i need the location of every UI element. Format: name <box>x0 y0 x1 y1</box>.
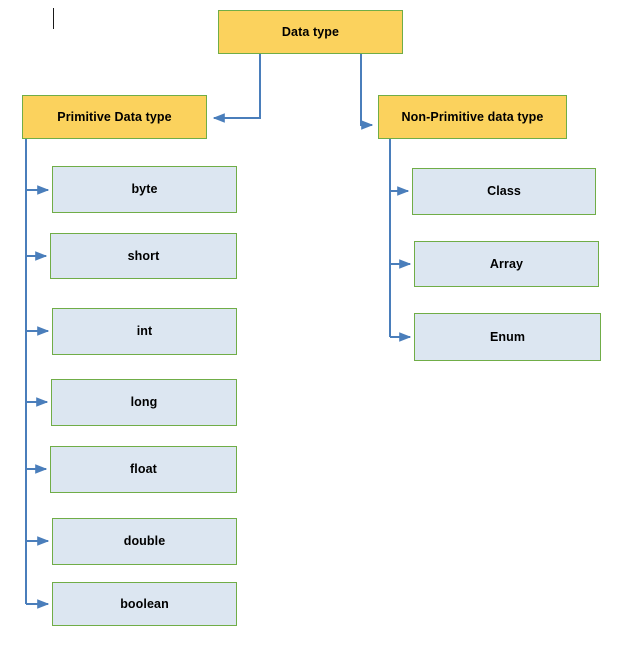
node-double[interactable]: double <box>52 518 237 565</box>
node-float[interactable]: float <box>50 446 237 493</box>
node-label: short <box>127 248 160 263</box>
text-cursor-marker <box>53 8 54 29</box>
node-primitive-data-type[interactable]: Primitive Data type <box>22 95 207 139</box>
node-label: Class <box>487 184 521 199</box>
node-label: Non-Primitive data type <box>401 109 544 124</box>
node-boolean[interactable]: boolean <box>52 582 237 626</box>
node-label: long <box>130 395 158 410</box>
node-short[interactable]: short <box>50 233 237 279</box>
node-label: Enum <box>489 329 526 344</box>
node-array[interactable]: Array <box>414 241 599 287</box>
node-label: Data type <box>281 24 340 39</box>
node-class[interactable]: Class <box>412 168 596 215</box>
node-label: Array <box>489 256 524 271</box>
connector-root-to-primitive <box>212 54 261 123</box>
node-label: Primitive Data type <box>57 109 172 124</box>
node-label: byte <box>131 182 158 197</box>
node-label: int <box>136 324 153 339</box>
node-label: float <box>130 462 157 477</box>
node-long[interactable]: long <box>51 379 237 426</box>
node-int[interactable]: int <box>52 308 237 355</box>
node-enum[interactable]: Enum <box>414 313 601 361</box>
node-non-primitive-data-type[interactable]: Non-Primitive data type <box>378 95 567 139</box>
node-label: double <box>123 534 166 549</box>
node-label: boolean <box>120 596 169 611</box>
connector-root-to-nonprimitive <box>360 54 374 130</box>
node-byte[interactable]: byte <box>52 166 237 213</box>
node-data-type[interactable]: Data type <box>218 10 403 54</box>
